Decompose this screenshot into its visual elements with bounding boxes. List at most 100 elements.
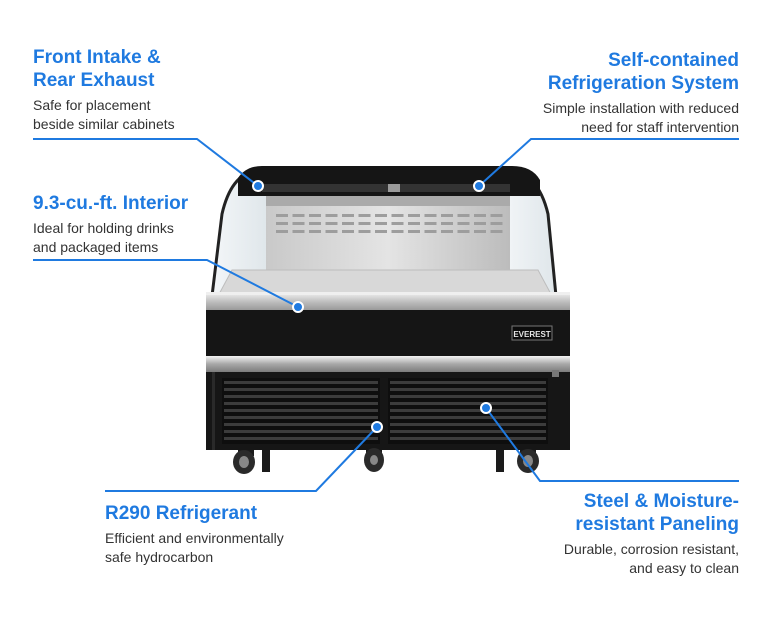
desc-line: Simple installation with reduced: [542, 100, 739, 116]
callout-dots: [252, 180, 492, 433]
vent-slot: [441, 222, 453, 225]
desc-line: Ideal for holding drinks: [33, 220, 174, 236]
louver-slat: [224, 388, 378, 391]
vent-slot: [474, 230, 486, 233]
caster-wheel: [517, 449, 539, 473]
louver-slat: [224, 395, 378, 398]
callout-self-contained: Self-contained Refrigeration System Simp…: [543, 49, 739, 137]
vent-slot: [490, 230, 503, 233]
vent-slot: [292, 214, 305, 217]
callout-dot: [292, 301, 304, 313]
caster-wheel: [233, 450, 255, 474]
vent-slot: [325, 214, 338, 217]
vent-slot: [408, 222, 420, 225]
louver-slat: [390, 430, 546, 433]
vent-slot: [391, 214, 404, 217]
louver-slat: [390, 388, 546, 391]
callout-refrigerant: R290 Refrigerant Efficient and environme…: [105, 502, 284, 567]
callout-title: R290 Refrigerant: [105, 502, 284, 525]
vent-slot: [325, 230, 338, 233]
vent-slot: [309, 222, 321, 225]
desc-line: Durable, corrosion resistant,: [563, 541, 739, 557]
caster-wheels: [233, 448, 539, 474]
title-line: Self-contained: [608, 50, 739, 71]
callout-title: 9.3-cu.-ft. Interior: [33, 192, 188, 215]
callout-description: Efficient and environmentally safe hydro…: [105, 529, 284, 567]
caster-leg: [262, 450, 270, 472]
louver-slat: [390, 395, 546, 398]
callout-interior: 9.3-cu.-ft. Interior Ideal for holding d…: [33, 192, 188, 257]
leader-lines: [33, 138, 739, 492]
louver-slat: [390, 381, 546, 384]
interior-vent-grid: [276, 214, 503, 233]
vent-slot: [408, 230, 420, 233]
top-canopy: [238, 166, 540, 196]
callout-dot: [480, 402, 492, 414]
vent-slot: [441, 230, 453, 233]
callout-front-intake: Front Intake & Rear Exhaust Safe for pla…: [33, 46, 175, 134]
vent-slot: [325, 222, 338, 225]
vent-slot: [375, 222, 387, 225]
title-line: Steel & Moisture-: [583, 491, 739, 512]
desc-line: beside similar cabinets: [33, 116, 175, 132]
vent-slot: [276, 230, 288, 233]
vent-slot: [292, 230, 305, 233]
desc-line: need for staff intervention: [581, 119, 739, 135]
vent-slot: [474, 214, 486, 217]
leader-line-refrigerant: [105, 426, 378, 492]
vent-slot: [342, 230, 354, 233]
vent-slot: [358, 222, 371, 225]
vent-slot: [276, 214, 288, 217]
brand-badge: [511, 325, 553, 341]
leader-line-self-contained: [478, 138, 739, 187]
callout-title: Steel & Moisture- resistant Paneling: [564, 490, 739, 536]
callout-dot: [371, 421, 383, 433]
vent-slot: [408, 214, 420, 217]
front-louver-right: [388, 378, 548, 444]
callout-description: Ideal for holding drinks and packaged it…: [33, 219, 188, 257]
title-line: resistant Paneling: [575, 514, 739, 535]
callout-title: Self-contained Refrigeration System: [543, 49, 739, 95]
leader-line-front-intake: [33, 138, 259, 187]
brand-logo-text: EVEREST: [513, 330, 550, 339]
callout-description: Durable, corrosion resistant, and easy t…: [564, 540, 739, 578]
louver-slat: [390, 402, 546, 405]
vent-slot: [342, 214, 354, 217]
vent-slot: [457, 222, 470, 225]
louver-slat: [224, 409, 378, 412]
vent-slot: [457, 214, 470, 217]
title-line: R290 Refrigerant: [105, 503, 258, 524]
vent-slot: [457, 230, 470, 233]
callout-dot: [252, 180, 264, 192]
callout-description: Safe for placement beside similar cabine…: [33, 96, 175, 134]
vent-slot: [424, 230, 437, 233]
title-line: Rear Exhaust: [33, 70, 155, 91]
vent-slot: [276, 222, 288, 225]
callout-title: Front Intake & Rear Exhaust: [33, 46, 175, 92]
vent-slot: [292, 222, 305, 225]
callout-description: Simple installation with reduced need fo…: [543, 99, 739, 137]
vent-slot: [375, 230, 387, 233]
vent-slot: [391, 222, 404, 225]
vent-slot: [441, 214, 453, 217]
front-louver-left: [222, 378, 380, 444]
louver-slat: [224, 423, 378, 426]
desc-line: Safe for placement: [33, 97, 151, 113]
title-line: Refrigeration System: [547, 73, 739, 94]
leader-line-interior: [33, 259, 299, 308]
vent-slot: [358, 230, 371, 233]
caster-leg: [496, 450, 504, 472]
title-line: 9.3-cu.-ft. Interior: [33, 193, 189, 214]
callout-dot: [473, 180, 485, 192]
vent-slot: [490, 214, 503, 217]
vent-slot: [375, 214, 387, 217]
louver-slat: [390, 423, 546, 426]
vent-slot: [309, 214, 321, 217]
louver-slat: [390, 409, 546, 412]
desc-line: and packaged items: [33, 239, 159, 255]
title-line: Front Intake &: [33, 47, 161, 68]
louver-slat: [224, 402, 378, 405]
vent-slot: [391, 230, 404, 233]
vent-slot: [474, 222, 486, 225]
